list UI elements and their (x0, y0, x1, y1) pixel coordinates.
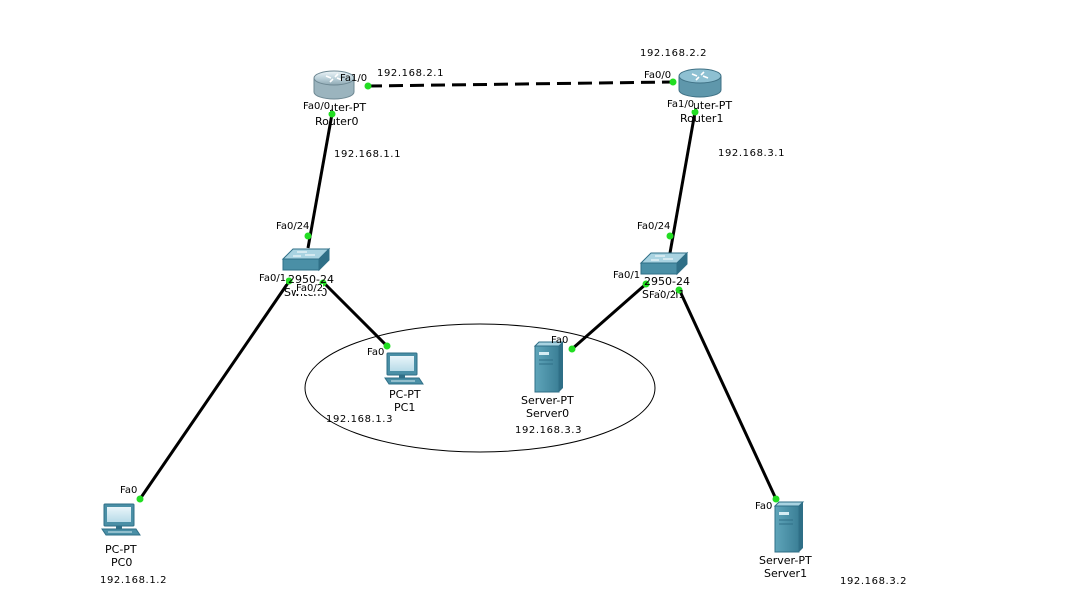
port-label: Fa0/1 (259, 273, 287, 284)
device-type-label: Router-PT (679, 99, 733, 112)
router-icon[interactable] (678, 68, 722, 98)
link-light (568, 345, 576, 353)
area-outline (304, 323, 656, 453)
link-lights (136, 78, 780, 503)
ip-label: 192.168.3.2 (840, 576, 908, 587)
port-label: Fa0 (120, 485, 138, 496)
link-light (669, 78, 677, 86)
port-label: Fa0/2 (649, 290, 677, 301)
link-light (691, 108, 699, 116)
link-light (304, 232, 312, 240)
switch-icon[interactable] (281, 247, 331, 272)
ip-label: 192.168.3.1 (718, 148, 786, 159)
link-router0-switch0[interactable] (306, 113, 334, 249)
server-icon[interactable] (533, 341, 565, 393)
switch-icon[interactable] (639, 251, 689, 276)
device-name-label[interactable]: Router0 (315, 115, 359, 128)
pc-icon[interactable] (101, 503, 141, 536)
device-type-label: PC-PT (105, 543, 137, 556)
port-label: Fa0/1 (613, 270, 641, 281)
device-type-label: Server-PT (521, 394, 574, 407)
link-light (642, 280, 650, 288)
device-type-label: PC-PT (389, 388, 421, 401)
link-switch0-pc0[interactable] (138, 279, 292, 500)
link-light (666, 232, 674, 240)
link-light (675, 286, 683, 294)
link-router0-router1[interactable] (367, 80, 674, 88)
link-light (364, 82, 372, 90)
ip-label: 192.168.1.2 (100, 575, 168, 586)
port-label: Fa0/2 (296, 283, 324, 294)
port-label: Fa0/0 (303, 101, 331, 112)
link-light (136, 495, 144, 503)
device-type-label: Server-PT (759, 554, 812, 567)
ip-label: 192.168.1.1 (334, 149, 402, 160)
link-switch1-server0[interactable] (571, 282, 647, 351)
port-label: Fa1/0 (340, 73, 368, 84)
link-light (772, 495, 780, 503)
port-label: Fa0 (551, 335, 569, 346)
link-light (328, 110, 336, 118)
links (138, 80, 778, 500)
device-type-label: 2950-24 (288, 273, 334, 286)
link-switch1-server1[interactable] (677, 288, 778, 500)
device-name-label[interactable]: PC0 (111, 556, 133, 569)
port-label: Fa0 (367, 347, 385, 358)
router-icon[interactable] (313, 70, 355, 100)
device-name-label[interactable]: Server1 (764, 567, 808, 580)
port-label: Fa0/0 (644, 70, 672, 81)
link-router1-switch1[interactable] (668, 111, 697, 254)
link-light (285, 277, 293, 285)
port-label: Fa0/24 (637, 221, 671, 232)
ip-label: 192.168.1.3 (326, 414, 394, 425)
link-switch0-pc1[interactable] (321, 280, 389, 348)
device-name-label[interactable]: PC1 (394, 401, 416, 414)
link-light (383, 342, 391, 350)
ip-label: 192.168.3.3 (515, 425, 583, 436)
device-name-label[interactable]: Router1 (680, 112, 724, 125)
device-type-label: Router-PT (313, 101, 367, 114)
port-label: Fa1/0 (667, 99, 695, 110)
device-type-label: 2950-24 (644, 275, 690, 288)
device-name-label[interactable]: Server0 (526, 407, 570, 420)
ip-label: 192.168.2.1 (377, 68, 445, 79)
port-label: Fa0/24 (276, 221, 310, 232)
server-icon[interactable] (773, 501, 805, 553)
pc-icon[interactable] (384, 352, 424, 385)
port-label: Fa0 (755, 501, 773, 512)
ip-label: 192.168.2.2 (640, 48, 708, 59)
